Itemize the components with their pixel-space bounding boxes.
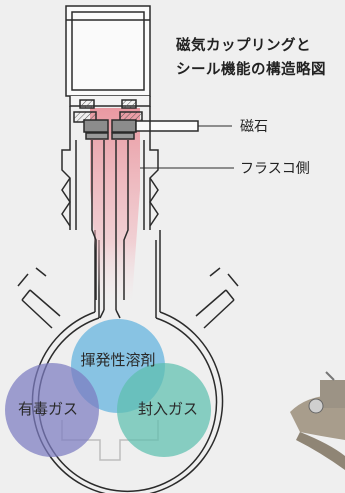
- venn-label-volatile-solvent: 揮発性溶剤: [80, 351, 155, 369]
- diagram-title-line2: シール機能の構造略図: [176, 60, 326, 78]
- circle-toxic-gas: [5, 363, 99, 457]
- label-magnet: 磁石: [240, 119, 268, 135]
- magnet-right: [111, 119, 137, 133]
- magnetic-coupling-assembly: [61, 5, 199, 461]
- magnet-left: [83, 119, 109, 133]
- venn-label-sealed-gas: 封入ガス: [138, 400, 198, 418]
- callout-lines: [140, 125, 234, 169]
- label-flask-side: フラスコ側: [240, 161, 310, 177]
- diagram-title-line1: 磁気カップリングと: [176, 36, 311, 54]
- circle-sealed-gas: [117, 363, 211, 457]
- venn-label-toxic-gas: 有毒ガス: [18, 400, 78, 418]
- venn-diagram: [5, 319, 211, 457]
- flask-clamp: [290, 371, 345, 470]
- clamp-screw: [308, 398, 324, 414]
